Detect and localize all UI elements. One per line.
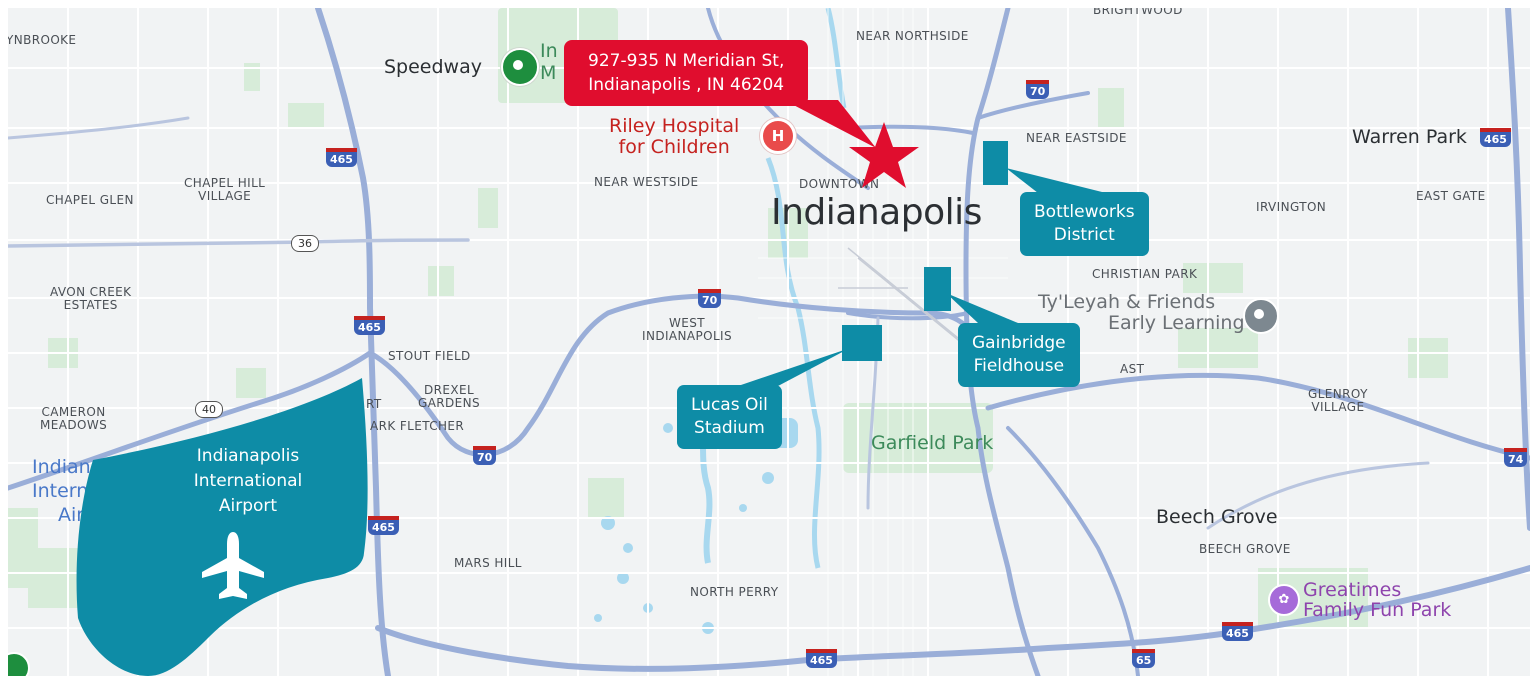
shield-us36: 36 [291, 235, 319, 252]
label-park-fletcher: ARK FLETCHER [370, 419, 465, 433]
overlay-layer [76, 100, 1106, 676]
bottleworks-callout[interactable]: Bottleworks District [1020, 192, 1149, 256]
label-drexel-gardens: DREXEL GARDENS [418, 383, 481, 410]
label-fort-fragment: RT [366, 397, 382, 411]
shield-i465-nw: 465 [326, 148, 357, 167]
edge-pin-icon[interactable] [8, 652, 30, 676]
label-east-fragment: AST [1120, 362, 1145, 376]
shield-us40: 40 [195, 401, 223, 418]
lucas-oil-callout[interactable]: Lucas Oil Stadium [677, 385, 782, 449]
lucas-oil-marker[interactable] [842, 325, 882, 361]
bottleworks-pointer [1006, 168, 1106, 193]
airport-area[interactable] [76, 378, 368, 676]
airplane-icon [202, 532, 264, 599]
amusement-pin-icon[interactable]: ✿ [1268, 584, 1300, 616]
label-near-northside: NEAR NORTHSIDE [856, 29, 969, 43]
label-glenroy-village: GLENROY VILLAGE [1308, 387, 1368, 414]
label-north-perry: NORTH PERRY [690, 585, 779, 599]
shield-i465-se: 465 [1222, 622, 1253, 641]
label-riley-hospital: Riley Hospital for Children [609, 115, 740, 158]
downtown-detail [838, 247, 969, 349]
shield-i65: 65 [1132, 649, 1156, 668]
shield-i74: 74 [1504, 448, 1528, 467]
label-downtown: DOWNTOWN [799, 177, 880, 191]
location-star-icon[interactable] [849, 122, 919, 188]
label-cameron-meadows: CAMERON MEADOWS [40, 405, 108, 432]
gainbridge-callout[interactable]: Gainbridge Fieldhouse [958, 323, 1080, 387]
shield-i465-sw: 465 [368, 516, 399, 535]
airport-label: Indianapolis International Airport [193, 446, 303, 516]
label-chapel-hill-village: CHAPEL HILL VILLAGE [184, 176, 266, 203]
label-stout-field: STOUT FIELD [388, 349, 471, 363]
shield-i465-west: 465 [354, 316, 385, 335]
label-near-eastside: NEAR EASTSIDE [1026, 131, 1127, 145]
shield-i465-ne: 465 [1480, 128, 1511, 147]
label-avon-creek-estates: AVON CREEK ESTATES [50, 285, 132, 312]
label-garfield-park: Garfield Park [871, 432, 994, 454]
label-warren-park: Warren Park [1352, 126, 1467, 148]
museum-pin-icon[interactable] [501, 48, 539, 86]
label-near-westside: NEAR WESTSIDE [594, 175, 699, 189]
highways [8, 8, 1530, 676]
label-greatimes: Greatimes Family Fun Park [1303, 579, 1452, 621]
label-beech-grove: Beech Grove [1156, 506, 1278, 528]
label-brightwood: BRIGHTWOOD [1093, 8, 1183, 17]
label-museum-fragment: In M [540, 40, 558, 84]
shield-i70-south: 70 [473, 446, 497, 465]
label-west-indianapolis: WEST INDIANAPOLIS [642, 316, 733, 343]
address-pointer [784, 100, 876, 148]
label-airport-fragment: Indian Intern Air [32, 456, 91, 526]
shield-i465-south: 465 [806, 649, 837, 668]
label-christian-park: CHRISTIAN PARK [1092, 267, 1198, 281]
label-beech-grove-district: BEECH GROVE [1199, 542, 1291, 556]
shield-i70-west: 70 [698, 289, 722, 308]
label-lynbrooke: YNBROOKE [8, 33, 77, 47]
gainbridge-marker[interactable] [924, 267, 951, 311]
label-mars-hill: MARS HILL [454, 556, 522, 570]
school-pin-dot [1254, 309, 1264, 319]
lucas-pointer [738, 348, 850, 386]
label-chapel-glen: CHAPEL GLEN [46, 193, 134, 207]
shield-i70-north: 70 [1026, 80, 1050, 99]
gainbridge-pointer [946, 293, 1018, 323]
bottleworks-marker[interactable] [983, 141, 1008, 185]
label-east-gate: EAST GATE [1416, 189, 1486, 203]
school-pin-icon[interactable] [1243, 298, 1279, 334]
label-tyleyah-friends: Ty'Leyah & Friends Early Learning [1038, 291, 1245, 334]
label-indianapolis: Indianapolis [771, 192, 982, 233]
museum-pin-dot [513, 60, 523, 70]
label-irvington: IRVINGTON [1256, 200, 1327, 214]
hospital-icon[interactable]: H [760, 118, 796, 154]
map[interactable]: BRIGHTWOOD YNBROOKE NEAR NORTHSIDE NEAR … [8, 8, 1530, 676]
label-speedway: Speedway [384, 56, 482, 78]
address-callout[interactable]: 927-935 N Meridian St, Indianapolis , IN… [564, 40, 809, 106]
